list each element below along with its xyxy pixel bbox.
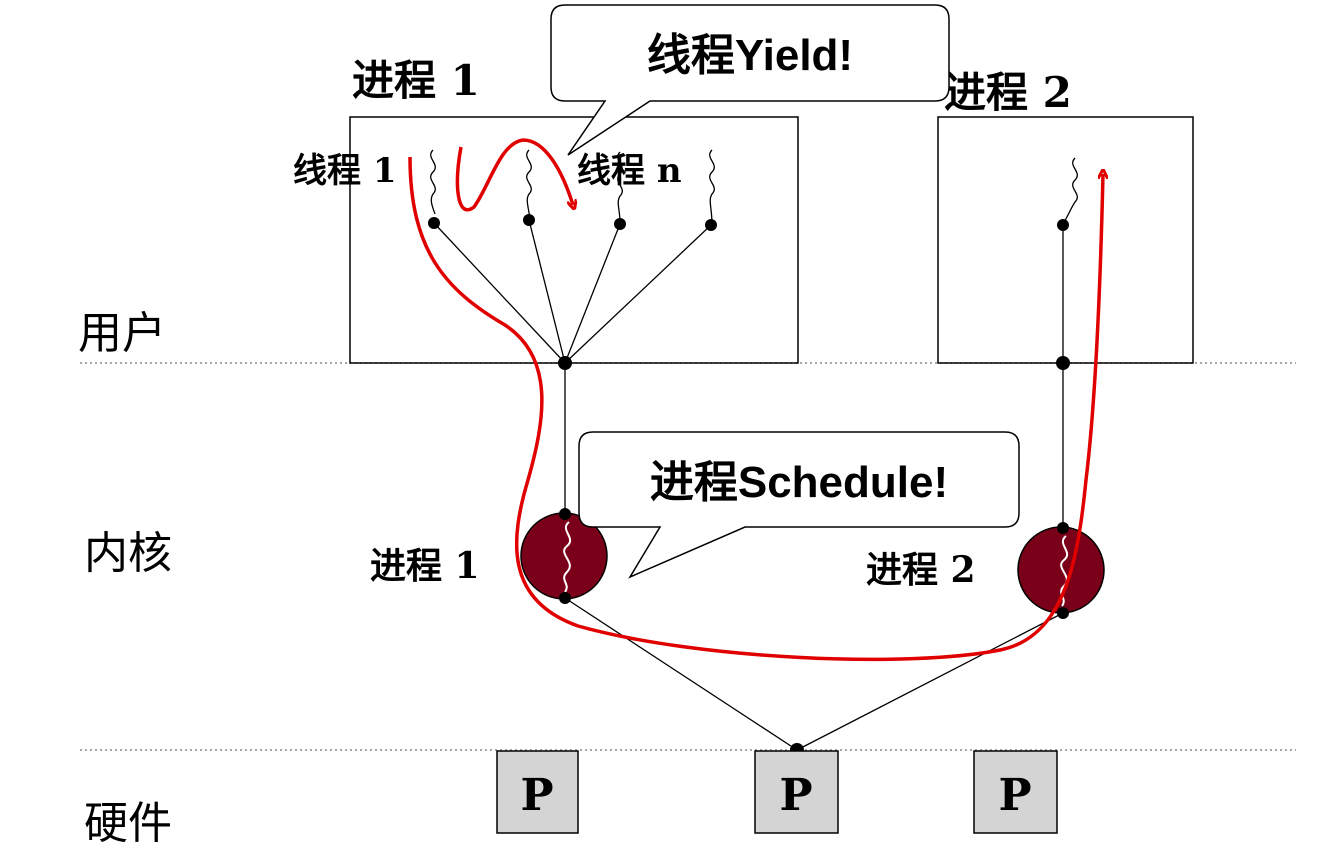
squiggle-icon xyxy=(526,149,532,221)
kernel-process1-label: 进程 1 xyxy=(370,545,480,587)
process2-title: 进程 2 xyxy=(944,68,1072,117)
process-switch-arrow xyxy=(408,156,1103,662)
process1-title: 进程 1 xyxy=(352,56,480,105)
processor-box-3 xyxy=(973,750,1058,834)
thread-connector xyxy=(433,222,566,364)
processor-box-2 xyxy=(754,750,839,834)
thread-last-label: 线程 n xyxy=(577,151,682,191)
layer-label-user: 用户 xyxy=(78,308,166,359)
kernel-dot xyxy=(559,592,571,604)
thread-circle-icon xyxy=(563,521,572,593)
processor-label-3: P xyxy=(998,770,1031,821)
process1-box xyxy=(349,116,799,364)
kernel-dot xyxy=(1057,522,1069,534)
process-schedule-text: 进程Schedule! xyxy=(650,458,948,507)
cpu-link xyxy=(796,612,1064,751)
squiggle-icon xyxy=(430,149,436,215)
kernel-dot xyxy=(559,508,571,520)
squiggle-icon xyxy=(617,151,623,223)
thread-yield-callout xyxy=(550,4,950,156)
process2-box xyxy=(937,116,1194,364)
processor-box-1 xyxy=(496,750,579,834)
kernel-process2-label: 进程 2 xyxy=(866,549,976,591)
thread-first-label: 线程 1 xyxy=(293,151,397,191)
squiggle-icon xyxy=(1062,157,1078,225)
processor-label-1: P xyxy=(520,770,553,821)
processor-label-2: P xyxy=(779,770,812,821)
thread-connector xyxy=(564,223,621,364)
kernel-dot xyxy=(1057,607,1069,619)
layer-label-kernel: 内核 xyxy=(84,528,172,579)
process-schedule-callout xyxy=(578,431,1020,579)
squiggle-icon xyxy=(709,149,715,225)
thread-connector xyxy=(564,224,712,364)
layer-label-hardware: 硬件 xyxy=(84,798,172,849)
thread-switch-arrow xyxy=(455,138,573,210)
thread-yield-text: 线程Yield! xyxy=(647,31,853,80)
cpu-link xyxy=(564,597,798,751)
thread-connector xyxy=(528,219,566,364)
